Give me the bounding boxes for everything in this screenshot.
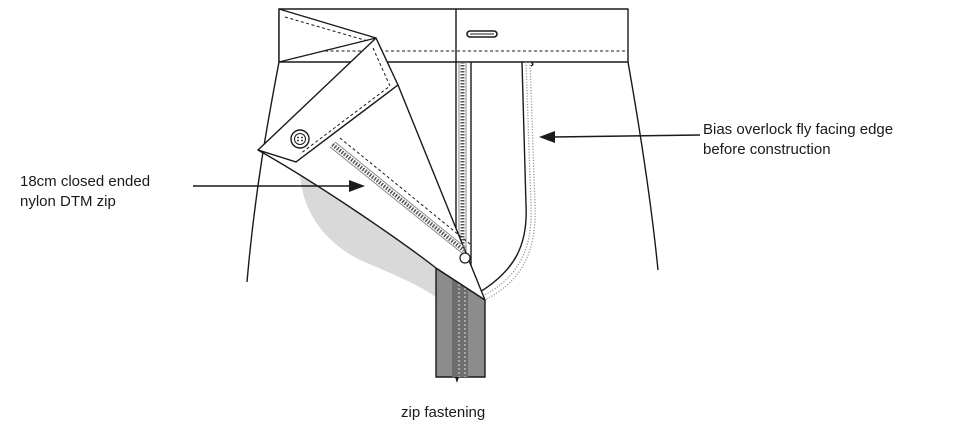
label-zip-fastening: zip fastening [401, 404, 486, 421]
left-fly-flap [257, 8, 486, 301]
label-bias-line-2: before construction [703, 141, 831, 158]
label-bias-overlock-facing: Bias overlock fly facing edge before con… [703, 120, 893, 160]
label-zip-spec: 18cm closed ended nylon DTM zip [20, 172, 150, 212]
label-zip-line-1: 18cm closed ended [20, 173, 151, 190]
label-zip-line-2: nylon DTM zip [20, 193, 116, 210]
zip-slider-icon [459, 252, 471, 264]
left-leg-outline [246, 61, 280, 283]
arrow-bias-facing [539, 131, 701, 143]
zip-tape [435, 266, 486, 383]
right-leg-outline [627, 61, 659, 271]
waistband [278, 8, 629, 63]
label-bias-line-1: Bias overlock fly facing edge [703, 121, 894, 138]
buttonhole-icon [466, 30, 498, 38]
right-zip-chain [458, 62, 467, 262]
arrow-zip [193, 180, 365, 192]
button-icon [290, 129, 310, 149]
